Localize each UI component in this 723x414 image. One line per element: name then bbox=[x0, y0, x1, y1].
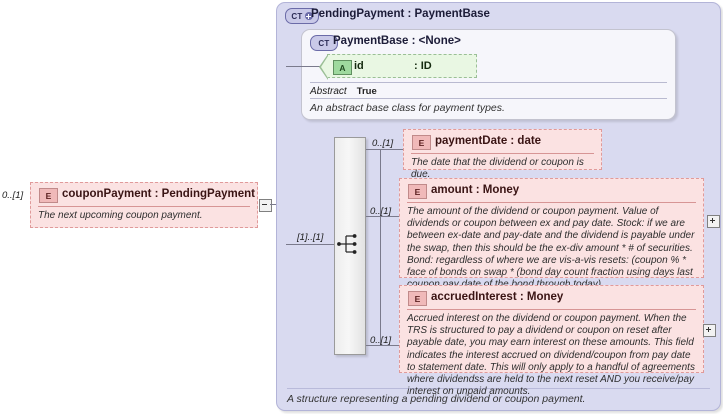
property-value: True bbox=[356, 86, 377, 97]
complextype-badge-icon: CT bbox=[285, 8, 319, 24]
complextype-caption: A structure representing a pending divid… bbox=[287, 388, 710, 405]
connector-to-amount bbox=[366, 216, 399, 217]
attribute-box-id[interactable]: A id : ID bbox=[319, 54, 477, 80]
complextype-title: PendingPayment : PaymentBase bbox=[311, 8, 490, 20]
sequence-branch-trunk bbox=[380, 149, 381, 345]
couponpayment-description: The next upcoming coupon payment. bbox=[38, 206, 250, 222]
plus-icon[interactable] bbox=[304, 12, 313, 20]
attribute-name: id bbox=[354, 60, 364, 72]
collapse-toggle-couponpayment[interactable] bbox=[259, 199, 272, 212]
complextype-badge-label: CT bbox=[291, 11, 303, 21]
basetype-properties: Abstract True bbox=[310, 82, 667, 98]
element-badge-icon: E bbox=[408, 291, 427, 306]
basetype-caption: An abstract base class for payment types… bbox=[310, 98, 667, 114]
connector-type-to-sequence bbox=[286, 244, 334, 245]
amount-title: amount : Money bbox=[431, 184, 520, 196]
couponpayment-title: couponPayment : PendingPayment bbox=[62, 188, 255, 200]
element-box-couponpayment[interactable]: E couponPayment : PendingPayment The nex… bbox=[30, 182, 258, 228]
element-badge-icon: E bbox=[408, 184, 427, 199]
element-badge-icon: E bbox=[412, 135, 431, 150]
attribute-badge-icon: A bbox=[333, 60, 352, 75]
property-row-abstract: Abstract True bbox=[310, 85, 667, 98]
property-key: Abstract bbox=[310, 86, 347, 97]
amount-cardinality: 0..[1] bbox=[370, 206, 392, 217]
element-box-accruedinterest[interactable]: E accruedInterest : Money Accrued intere… bbox=[399, 285, 704, 397]
sequence-icon bbox=[337, 234, 357, 254]
connector-to-accruedinterest bbox=[366, 345, 399, 346]
connector-to-paymentdate bbox=[366, 149, 403, 150]
element-box-amount[interactable]: E amount : Money The amount of the divid… bbox=[399, 178, 704, 290]
accruedinterest-title: accruedInterest : Money bbox=[431, 291, 564, 303]
amount-description: The amount of the dividend or coupon pay… bbox=[407, 202, 696, 291]
basetype-title: PaymentBase : <None> bbox=[333, 35, 461, 47]
connector-to-attribute bbox=[286, 66, 328, 67]
sequence-compositor[interactable] bbox=[334, 137, 366, 355]
paymentdate-title: paymentDate : date bbox=[435, 135, 542, 147]
couponpayment-cardinality: 0..[1] bbox=[2, 190, 24, 201]
paymentdate-cardinality: 0..[1] bbox=[372, 138, 394, 149]
accruedinterest-description: Accrued interest on the dividend or coup… bbox=[407, 309, 696, 398]
sequence-cardinality: [1]..[1] bbox=[297, 232, 324, 243]
accruedinterest-cardinality: 0..[1] bbox=[370, 335, 392, 346]
expand-toggle-accruedinterest[interactable] bbox=[703, 324, 716, 337]
expand-toggle-amount[interactable] bbox=[707, 215, 720, 228]
element-badge-icon: E bbox=[39, 188, 58, 203]
basetype-badge-icon: CT bbox=[310, 35, 338, 51]
attribute-type: : ID bbox=[414, 60, 432, 72]
element-box-paymentdate[interactable]: E paymentDate : date The date that the d… bbox=[403, 129, 602, 180]
paymentdate-description: The date that the dividend or coupon is … bbox=[411, 153, 594, 181]
